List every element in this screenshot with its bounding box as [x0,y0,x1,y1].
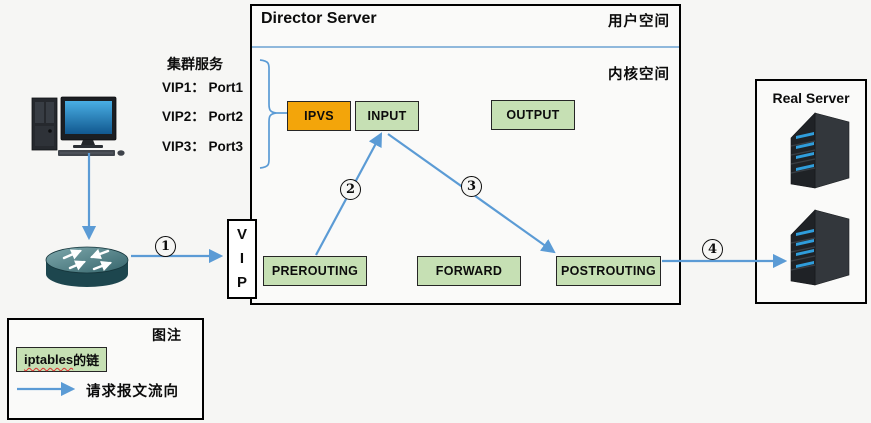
chain-box-postrouting: POSTROUTING [556,256,661,286]
vip-letter-p: P [236,274,247,291]
step-marker-3: 3 [461,176,482,197]
chain-box-prerouting: PREROUTING [263,256,367,286]
step-marker-2: 2 [340,179,361,200]
space-divider-line [252,46,679,48]
router-icon [45,246,129,287]
cluster-service-title: 集群服务 [167,56,223,72]
cluster-vip2: VIP2： Port2 [162,109,244,124]
chain-box-forward: FORWARD [417,256,521,286]
step-marker-1: 1 [155,236,176,257]
real-server-box: Real Server [755,79,867,304]
chain-box-input: INPUT [355,101,419,131]
vip-box: V I P [227,219,257,299]
cluster-vip3: VIP3： Port3 [162,139,244,154]
kernel-space-label: 内核空间 [608,67,670,83]
client-computer-icon [31,96,125,156]
step-marker-4: 4 [702,239,723,260]
director-title: Director Server [261,10,377,27]
vip-letter-i: I [239,250,245,267]
chain-box-output: OUTPUT [491,100,575,130]
real-server-title: Real Server [772,90,850,106]
cluster-vip1: VIP1： Port1 [162,80,244,95]
user-space-label: 用户空间 [608,14,670,30]
legend-chip-suffix-text: 的链 [73,353,100,368]
legend-flow-label: 请求报文流向 [86,384,179,400]
chain-box-ipvs: IPVS [287,101,351,131]
legend-chip-code-text: iptables [24,352,74,367]
vip-letter-v: V [236,226,247,243]
legend-title: 图注 [152,327,182,343]
